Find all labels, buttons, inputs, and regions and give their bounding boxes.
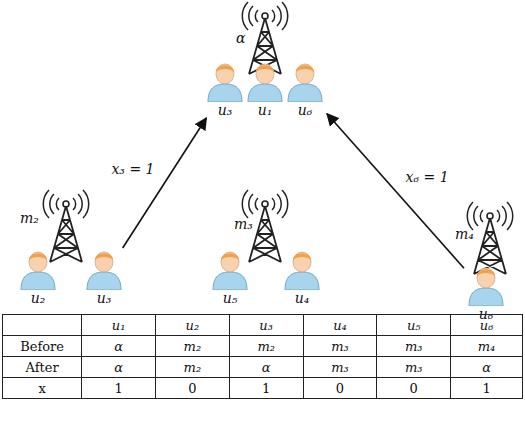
table-text: u₄ xyxy=(333,318,347,333)
user-icon xyxy=(285,60,325,102)
table-text: 0 xyxy=(410,381,418,396)
table-cell xyxy=(3,315,82,336)
table-cell: 1 xyxy=(229,378,303,399)
table-cell: u₄ xyxy=(303,315,377,336)
user-icon xyxy=(466,264,506,306)
user-node: u₂ xyxy=(16,248,60,306)
table-text: 1 xyxy=(262,381,270,396)
table-cell: 0 xyxy=(303,378,377,399)
table-text: α xyxy=(114,360,123,375)
user-label: u₃ xyxy=(82,290,126,306)
user-icon xyxy=(245,60,285,102)
user-icon xyxy=(210,248,250,290)
table-text: After xyxy=(26,360,59,375)
table-text: 0 xyxy=(188,381,196,396)
table-cell: α xyxy=(82,357,156,378)
table-cell: x xyxy=(3,378,82,399)
table-cell: α xyxy=(82,336,156,357)
table-text: u₆ xyxy=(480,318,494,333)
user-node: u₆ xyxy=(283,60,327,118)
table-cell: m₃ xyxy=(303,357,377,378)
table-cell: m₄ xyxy=(451,336,523,357)
table-cell: 1 xyxy=(451,378,523,399)
table-text: 1 xyxy=(482,381,490,396)
table-cell: u₆ xyxy=(451,315,523,336)
tower-label: α xyxy=(236,30,245,46)
user-label: u₃ xyxy=(203,102,247,118)
edge-label: x₆ = 1 xyxy=(404,169,451,185)
table-cell: u₃ xyxy=(229,315,303,336)
user-icon xyxy=(282,248,322,290)
user-icon xyxy=(205,60,245,102)
table-cell: m₂ xyxy=(229,336,303,357)
table-cell: m₃ xyxy=(377,357,451,378)
table-text: 0 xyxy=(336,381,344,396)
user-label: u₆ xyxy=(283,102,327,118)
table-cell: α xyxy=(451,357,523,378)
table-text: α xyxy=(482,360,491,375)
table-text: m₃ xyxy=(405,339,423,354)
table-cell: m₃ xyxy=(303,336,377,357)
table-text: u₅ xyxy=(407,318,421,333)
table-cell: m₂ xyxy=(155,336,229,357)
table-text: u₂ xyxy=(186,318,200,333)
tower-label: m₄ xyxy=(455,226,474,242)
user-node: u₆ xyxy=(464,264,508,322)
table-cell: u₁ xyxy=(82,315,156,336)
user-label: u₅ xyxy=(208,290,252,306)
table-cell: 0 xyxy=(377,378,451,399)
user-node: u₃ xyxy=(82,248,126,306)
table-text: α xyxy=(262,360,271,375)
table-text: u₃ xyxy=(259,318,273,333)
assignment-table: u₁ u₂ u₃ u₄ u₅ u₆ Before α m₂ m₂ m₃ m₃ m₄ After α m₂ α m₃… xyxy=(2,314,523,399)
table-text: m₃ xyxy=(331,360,349,375)
table-text: m₂ xyxy=(184,360,202,375)
table-text: m₂ xyxy=(184,339,202,354)
user-label: u₁ xyxy=(243,102,287,118)
table-text: Before xyxy=(20,339,64,354)
table-text: m₃ xyxy=(331,339,349,354)
table-text: x xyxy=(38,381,45,396)
table-cell: 0 xyxy=(155,378,229,399)
association-arrow xyxy=(327,114,464,268)
tower-label: m₂ xyxy=(20,210,39,226)
table-text: α xyxy=(114,339,123,354)
user-node: u₄ xyxy=(280,248,324,306)
table-cell: After xyxy=(3,357,82,378)
user-node: u₃ xyxy=(203,60,247,118)
association-arrow xyxy=(123,118,207,248)
user-node: u₁ xyxy=(243,60,287,118)
table-cell: u₂ xyxy=(155,315,229,336)
tower-label: m₃ xyxy=(234,216,253,232)
table-cell: α xyxy=(229,357,303,378)
table-cell: m₃ xyxy=(377,336,451,357)
table-text: m₄ xyxy=(478,339,496,354)
user-icon xyxy=(84,248,124,290)
table-cell: u₅ xyxy=(377,315,451,336)
user-icon xyxy=(18,248,58,290)
table-text: u₁ xyxy=(112,318,126,333)
table-cell: 1 xyxy=(82,378,156,399)
user-node: u₅ xyxy=(208,248,252,306)
table-text: m₂ xyxy=(257,339,275,354)
user-label: u₄ xyxy=(280,290,324,306)
table-text: 1 xyxy=(114,381,122,396)
edge-label: x₃ = 1 xyxy=(109,161,156,177)
table-cell: m₂ xyxy=(155,357,229,378)
table-text: m₃ xyxy=(405,360,423,375)
user-label: u₂ xyxy=(16,290,60,306)
table-cell: Before xyxy=(3,336,82,357)
